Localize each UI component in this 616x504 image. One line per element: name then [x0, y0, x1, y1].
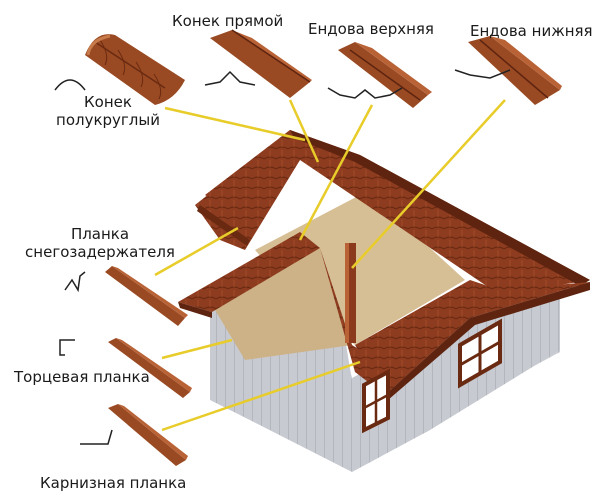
label-endova-verkhnyaya: Ендова верхняя	[308, 20, 434, 38]
right-front-roof	[355, 280, 590, 395]
leader-endova-verkhnyaya	[298, 104, 374, 241]
leader-planka-sneg	[154, 226, 239, 277]
wing-roof	[178, 232, 320, 312]
wing-roof-edge	[178, 302, 212, 318]
karniznaya-planka-part	[108, 404, 188, 466]
label-tortsevaya-planka: Торцевая планка	[14, 368, 150, 386]
label-konek-polukruglyy-line1: Конек	[84, 93, 132, 111]
valley-piece	[345, 243, 356, 343]
leader-lines	[154, 99, 506, 432]
konek-polukruglyy-part	[85, 34, 185, 105]
label-konek-polukruglyy-line2: полукруглый	[56, 111, 160, 129]
main-roof-back	[205, 130, 590, 295]
konek-pryamoy-part	[210, 29, 312, 98]
tortsevaya-planka-part	[108, 338, 192, 398]
snow-guard-installed	[197, 205, 250, 246]
label-planka-sneg-line1: Планка	[70, 225, 130, 243]
planka-snegozaderzhatelya-profile	[64, 271, 86, 293]
konek-pryamoy-profile	[204, 70, 256, 86]
planka-snegozaderzhatelya-part	[105, 266, 188, 326]
leader-karniznaya	[161, 360, 361, 432]
leader-endova-nizhnyaya	[351, 99, 506, 269]
konek-polukruglyy-profile	[54, 79, 86, 91]
main-roof-ridge-shade	[290, 130, 590, 286]
window-right	[458, 318, 502, 389]
endova-nizhnyaya-profile	[454, 69, 511, 79]
wing-attic-interior	[212, 248, 352, 360]
endova-nizhnyaya-part	[468, 36, 562, 105]
label-endova-nizhnyaya: Ендова нижняя	[470, 22, 593, 40]
label-planka-sneg-line2: снегозадержателя	[25, 243, 175, 261]
label-karniznaya-planka: Карнизная планка	[40, 474, 187, 492]
endova-verkhnyaya-profile	[327, 87, 403, 99]
left-roof-slope	[195, 130, 300, 250]
leader-konek-polukruglyy	[164, 106, 306, 142]
window-wing	[362, 368, 390, 434]
karniznaya-planka-profile	[80, 429, 113, 445]
leader-konek-pryamoy	[288, 99, 320, 163]
attic-interior	[255, 195, 465, 345]
leader-tortsevaya	[161, 338, 233, 360]
endova-verkhnyaya-part	[338, 42, 432, 108]
tortsevaya-planka-profile	[59, 339, 75, 356]
right-roof-edge	[385, 282, 590, 400]
wing-front-wall	[240, 320, 352, 472]
label-konek-pryamoy: Конек прямой	[172, 12, 284, 30]
house	[178, 130, 590, 472]
